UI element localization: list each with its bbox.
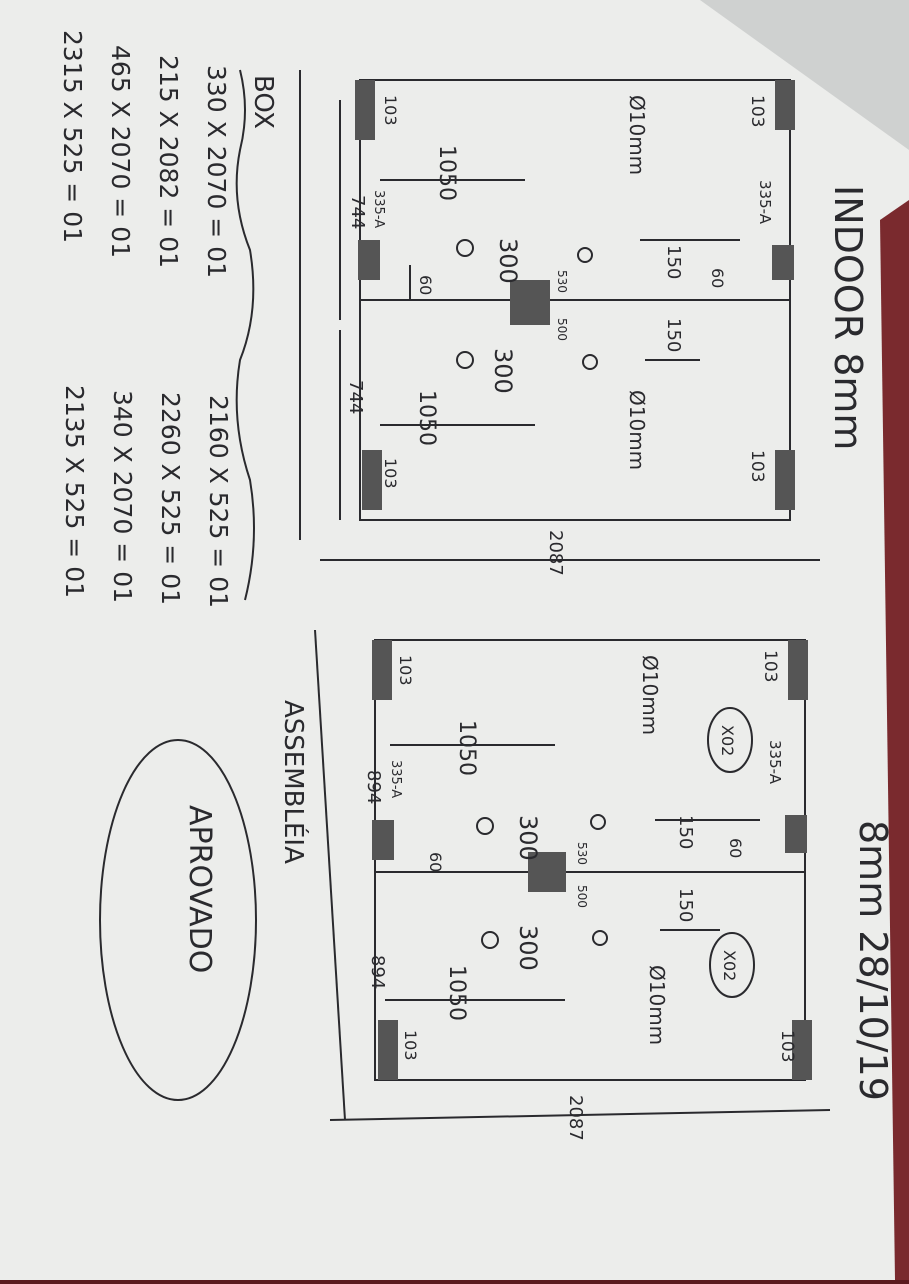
top-300-a: 300 bbox=[494, 238, 522, 284]
bottom-x02-b: X02 bbox=[720, 950, 739, 981]
top-hinge-label: 335-A bbox=[756, 180, 774, 225]
hole-top-4 bbox=[582, 354, 598, 370]
note-line-3: 465 X 2070 = 01 bbox=[106, 45, 135, 258]
note-line-right-1: 2160 X 525 = 01 bbox=[204, 395, 233, 608]
bottom-150-b: 150 bbox=[675, 888, 696, 922]
bottom-x02-a: X02 bbox=[718, 725, 737, 756]
hole-top-2 bbox=[577, 247, 593, 263]
note-line-right-2: 2260 X 525 = 01 bbox=[156, 392, 185, 605]
top-103-left: 103 bbox=[747, 95, 767, 127]
hole-bottom-2 bbox=[590, 814, 606, 830]
top-width-2087: 2087 bbox=[545, 530, 566, 576]
top-530: 530 bbox=[555, 270, 569, 293]
top-103-right: 103 bbox=[747, 450, 767, 482]
hinge-top-1 bbox=[775, 80, 795, 130]
lock-top-1 bbox=[772, 245, 794, 280]
note-line-right-3: 340 X 2070 = 01 bbox=[108, 390, 137, 603]
drawing-top bbox=[299, 70, 820, 561]
approval-ellipse bbox=[99, 739, 257, 1101]
top-1050-b: 1050 bbox=[414, 390, 439, 446]
bottom-hinge-label: 335-A bbox=[766, 740, 784, 785]
lock-bottom-1 bbox=[785, 815, 807, 853]
hinge-top-2 bbox=[775, 450, 795, 510]
bottom-1050-a: 1050 bbox=[454, 720, 479, 776]
notes-divider-wave bbox=[235, 69, 255, 601]
hole-bottom-1 bbox=[476, 817, 494, 835]
hinge-top-4 bbox=[362, 450, 382, 510]
bottom-150-a: 150 bbox=[675, 815, 696, 849]
bottom-width-2087: 2087 bbox=[565, 1095, 586, 1141]
bottom-894-b: 894 bbox=[367, 955, 388, 989]
bottom-500: 500 bbox=[575, 885, 589, 908]
lock-top-2 bbox=[358, 240, 380, 280]
top-744-a: 744 bbox=[347, 195, 368, 229]
table-edge-right bbox=[880, 200, 909, 1280]
handle-top bbox=[510, 280, 550, 325]
top-hole-dia-right: Ø10mm bbox=[625, 390, 649, 470]
bottom-bottom-103-a: 103 bbox=[396, 655, 415, 686]
bottom-530: 530 bbox=[575, 842, 589, 865]
top-bottom-hinge-label: 335-A bbox=[371, 190, 386, 228]
bottom-bottom-103-b: 103 bbox=[401, 1030, 420, 1061]
hinge-bottom-3 bbox=[372, 640, 392, 700]
lock-bottom-2 bbox=[372, 820, 394, 860]
assembly-label: ASSEMBLÉIA bbox=[278, 700, 310, 864]
holes-top bbox=[456, 239, 598, 370]
bottom-103-left: 103 bbox=[760, 650, 780, 682]
bottom-103-right: 103 bbox=[777, 1030, 797, 1062]
bottom-60-bottom: 60 bbox=[426, 852, 445, 872]
note-line-4: 2315 X 525 = 01 bbox=[58, 30, 87, 243]
top-150-b: 150 bbox=[663, 318, 684, 352]
dim-line-left-bottom bbox=[314, 629, 346, 1121]
hole-top-3 bbox=[456, 351, 474, 369]
top-hole-dia-left: Ø10mm bbox=[625, 95, 649, 175]
top-300-b: 300 bbox=[489, 348, 517, 394]
approval-label: APROVADO bbox=[182, 805, 217, 973]
top-744-b: 744 bbox=[345, 380, 366, 414]
hole-bottom-3 bbox=[481, 931, 499, 949]
bottom-894-a: 894 bbox=[363, 770, 384, 804]
note-line-right-4: 2135 X 525 = 01 bbox=[60, 385, 89, 598]
bottom-1050-b: 1050 bbox=[444, 965, 469, 1021]
bottom-60-top: 60 bbox=[726, 838, 745, 858]
hinge-bottom-1 bbox=[788, 640, 808, 700]
title-date: 8mm 28/10/19 bbox=[851, 820, 895, 1101]
hinge-bottom-2 bbox=[792, 1020, 812, 1080]
x02-circle-a bbox=[707, 707, 753, 773]
hinges-bottom bbox=[372, 640, 812, 1080]
notes-block: BOX 330 X 2070 = 01 215 X 2082 = 01 465 … bbox=[58, 30, 310, 1101]
x02-circle-b bbox=[709, 932, 755, 998]
notes-box-label: BOX bbox=[248, 75, 278, 129]
top-60-top: 60 bbox=[708, 268, 727, 288]
top-500: 500 bbox=[555, 318, 569, 341]
hinges-top bbox=[355, 80, 795, 510]
top-1050-a: 1050 bbox=[434, 145, 459, 201]
bottom-bottom-hinge-label: 335-A bbox=[388, 760, 403, 798]
bottom-hole-dia-left: Ø10mm bbox=[638, 655, 662, 735]
paper-shadow bbox=[700, 0, 909, 150]
top-150-a: 150 bbox=[663, 245, 684, 279]
handle-bottom bbox=[528, 852, 566, 892]
bottom-300-b: 300 bbox=[514, 925, 542, 971]
top-bottom-103-b: 103 bbox=[381, 458, 400, 489]
note-line-2: 215 X 2082 = 01 bbox=[154, 55, 183, 268]
hole-top-1 bbox=[456, 239, 474, 257]
hole-bottom-4 bbox=[592, 930, 608, 946]
dim-line-bottom-bottom bbox=[329, 1109, 831, 1121]
top-bottom-103-a: 103 bbox=[381, 95, 400, 126]
hinge-bottom-4 bbox=[378, 1020, 398, 1080]
bottom-hole-dia-right: Ø10mm bbox=[645, 965, 669, 1045]
note-line-1: 330 X 2070 = 01 bbox=[202, 65, 231, 278]
holes-bottom bbox=[476, 707, 755, 998]
bottom-300-a: 300 bbox=[514, 815, 542, 861]
top-60-bottom: 60 bbox=[416, 275, 435, 295]
title-indoor: INDOOR 8mm bbox=[826, 185, 870, 450]
hinge-top-3 bbox=[355, 80, 375, 140]
